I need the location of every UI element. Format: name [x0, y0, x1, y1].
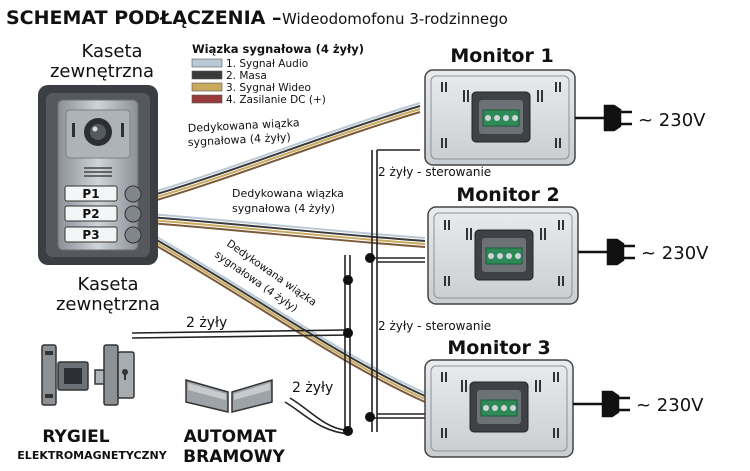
gate-automation-icon — [185, 378, 273, 413]
svg-text:P2: P2 — [82, 207, 99, 221]
lock-label-1: RYGIEL — [42, 427, 109, 447]
call-button-p3[interactable]: P3 — [64, 226, 142, 244]
monitor-1-label: Monitor 1 — [450, 45, 553, 67]
monitor-3-power: ~ 230V — [636, 395, 704, 416]
camera-icon — [84, 118, 112, 146]
call-button-p2[interactable]: P2 — [64, 205, 142, 223]
junction-dot — [343, 275, 353, 285]
gate-label-1: AUTOMAT — [184, 427, 277, 447]
outdoor-label-top-2: zewnętrzna — [50, 61, 154, 82]
junction-dot — [343, 328, 353, 338]
plug-icon — [573, 390, 630, 418]
lock-label-2: ELEKTROMAGNETYCZNY — [17, 449, 167, 462]
monitor-1: Monitor 1 — [424, 45, 576, 166]
junction-dot — [365, 412, 375, 422]
harness-monitor-3 — [147, 231, 426, 403]
outdoor-unit — [38, 85, 158, 265]
legend: Wiązka sygnałowa (4 żyły) 1. Sygnał Audi… — [191, 42, 364, 106]
gate-label-2: BRAMOWY — [183, 447, 285, 467]
legend-swatch-ground — [191, 70, 223, 80]
legend-swatch-power — [191, 94, 223, 104]
legend-swatch-video — [191, 82, 223, 92]
outdoor-label-bottom-1: Kaseta — [77, 274, 138, 295]
junction-dot — [343, 426, 353, 436]
monitor-2: Monitor 2 — [427, 184, 579, 305]
legend-item-power: 4. Zasilanie DC (+) — [226, 94, 326, 106]
cable-label-1a: Dedykowana wiązka — [187, 116, 299, 135]
call-button-p1[interactable]: P1 — [64, 185, 142, 203]
monitor-2-label: Monitor 2 — [456, 184, 559, 206]
terminal-block-icon — [482, 109, 520, 127]
control-wires — [131, 149, 425, 435]
legend-item-ground: 2. Masa — [226, 70, 267, 82]
legend-item-video: 3. Sygnał Wideo — [226, 82, 311, 94]
legend-item-audio: 1. Sygnał Audio — [226, 58, 308, 70]
control-label-2: 2 żyły - sterowanie — [378, 319, 491, 333]
monitor-3-label: Monitor 3 — [447, 337, 550, 359]
legend-title: Wiązka sygnałowa (4 żyły) — [192, 42, 364, 56]
electric-lock-icon — [41, 344, 135, 406]
svg-text:P1: P1 — [82, 187, 99, 201]
header-title-bold: SCHEMAT PODŁĄCZENIA – — [6, 7, 281, 29]
terminal-block-icon — [485, 247, 523, 265]
control-label-1: 2 żyły - sterowanie — [378, 165, 491, 179]
harness-monitor-1 — [149, 102, 421, 203]
plug-icon — [578, 238, 635, 266]
outdoor-label-top-1: Kaseta — [81, 41, 142, 62]
gate-wires-label: 2 żyły — [292, 380, 333, 396]
monitor-2-power: ~ 230V — [641, 243, 709, 264]
terminal-block-icon — [480, 399, 518, 417]
svg-text:P3: P3 — [82, 228, 99, 242]
lock-wires-label: 2 żyły — [186, 315, 227, 331]
harness-monitor-2 — [149, 213, 426, 248]
legend-swatch-audio — [191, 58, 223, 68]
cable-label-2b: sygnałowa (4 żyły) — [232, 202, 335, 215]
cable-label-1b: sygnałowa (4 żyły) — [187, 131, 291, 149]
monitor-3: Monitor 3 — [424, 337, 574, 458]
header-title-rest: Wideodomofonu 3-rodzinnego — [282, 10, 508, 28]
outdoor-label-bottom-2: zewnętrzna — [56, 294, 160, 315]
junction-dot — [365, 253, 375, 263]
monitor-1-power: ~ 230V — [638, 110, 706, 131]
cable-label-2a: Dedykowana wiązka — [232, 187, 344, 200]
plug-icon — [575, 104, 632, 132]
